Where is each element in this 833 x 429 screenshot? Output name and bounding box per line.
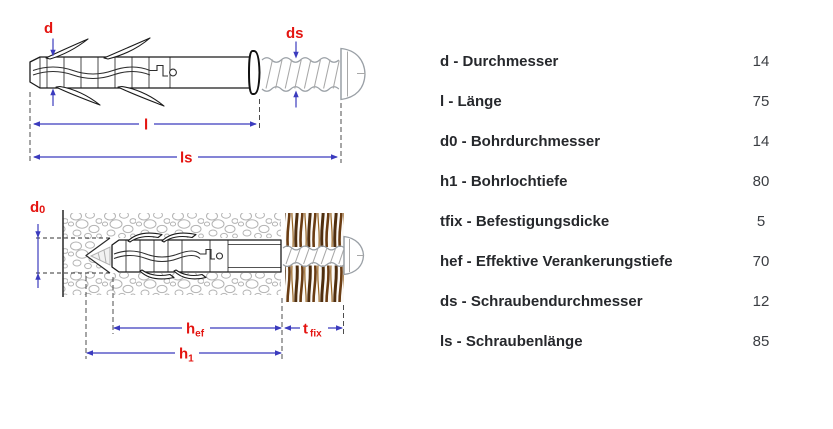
spec-value: 14 (752, 132, 770, 150)
expansion-slot-wave (32, 70, 151, 80)
dimension-l: l (33, 115, 257, 134)
spec-value: 85 (752, 332, 770, 350)
barb-fin (161, 232, 197, 243)
thread-bottom-edge (261, 86, 340, 92)
barb-fin (45, 38, 89, 60)
screw-through-fixture (282, 235, 365, 276)
screw-side-view (261, 47, 366, 101)
spec-label: h1 - Bohrlochtiefe (440, 172, 568, 190)
dimension-h1: h1 (86, 344, 282, 365)
dimension-ds: ds (286, 25, 304, 108)
spec-row-ls: ls - Schraubenlänge 85 (440, 321, 790, 361)
screw-tip-in-cone (89, 246, 111, 266)
spec-row-l: l - Länge 75 (440, 81, 790, 121)
dim-label-h1: h1 (179, 346, 194, 365)
dim-label-l: l (144, 117, 148, 134)
wall-plug-side-view (29, 37, 261, 107)
spec-label: ls - Schraubenlänge (440, 332, 583, 350)
spec-row-d: d - Durchmesser 14 (440, 41, 790, 81)
spec-row-d0: d0 - Bohrdurchmesser 14 (440, 121, 790, 161)
dim-label-ds: ds (286, 25, 304, 42)
spec-row-tfix: tfix - Befestigungsdicke 5 (440, 201, 790, 241)
barb-fin (127, 232, 163, 243)
spec-row-hef: hef - Effektive Verankerungstiefe 70 (440, 241, 790, 281)
spec-label: l - Länge (440, 92, 502, 110)
spec-label: d0 - Bohrdurchmesser (440, 132, 601, 150)
slot-end-hole (215, 252, 224, 260)
dim-label-d0: d0 (30, 199, 45, 216)
dimension-ls: ls (33, 148, 338, 167)
spec-value: 80 (752, 172, 770, 190)
spec-label: hef - Effektive Verankerungstiefe (440, 252, 673, 270)
wall-plug-installed (111, 232, 282, 280)
anti-rotation-zigzag (200, 248, 215, 260)
spec-row-h1: h1 - Bohrlochtiefe 80 (440, 161, 790, 201)
dim-label-ls: ls (180, 150, 193, 167)
barb-fin (55, 85, 101, 106)
top-view-plug-and-screw: d ds (29, 20, 366, 167)
barb-fin (117, 85, 165, 107)
spec-label: d - Durchmesser (440, 52, 559, 70)
spec-value: 14 (752, 52, 770, 70)
barb-fin (103, 37, 151, 60)
barb-fin (139, 269, 175, 280)
dimension-hef: hef (113, 319, 282, 340)
dimension-d: d (44, 20, 56, 106)
technical-drawing: d ds (29, 20, 366, 365)
spec-value: 70 (752, 252, 770, 270)
spec-row-ds: ds - Schraubendurchmesser 12 (440, 281, 790, 321)
expansion-slot-wave (32, 66, 151, 75)
dim-label-hef: hef (186, 321, 205, 340)
expansion-slot-wave (113, 254, 201, 263)
spec-value: 5 (756, 212, 766, 230)
spec-value: 75 (752, 92, 770, 110)
bottom-view-installed: d0 hef (30, 199, 365, 365)
dim-label-d: d (44, 20, 53, 37)
plug-collar-flange (247, 50, 261, 95)
dimension-d0: d0 (30, 199, 45, 288)
thread-top-edge (261, 57, 340, 63)
anti-rotation-zigzag (150, 64, 168, 77)
thread-flights (265, 59, 340, 89)
expansion-slot-wave (113, 250, 201, 258)
spec-value: 12 (752, 292, 770, 310)
spec-label: tfix - Befestigungsdicke (440, 212, 610, 230)
spec-label: ds - Schraubendurchmesser (440, 292, 643, 310)
spec-table: d - Durchmesser 14 l - Länge 75 d0 - Boh… (440, 41, 790, 361)
barb-fin (173, 269, 207, 280)
slot-end-hole (169, 68, 177, 77)
